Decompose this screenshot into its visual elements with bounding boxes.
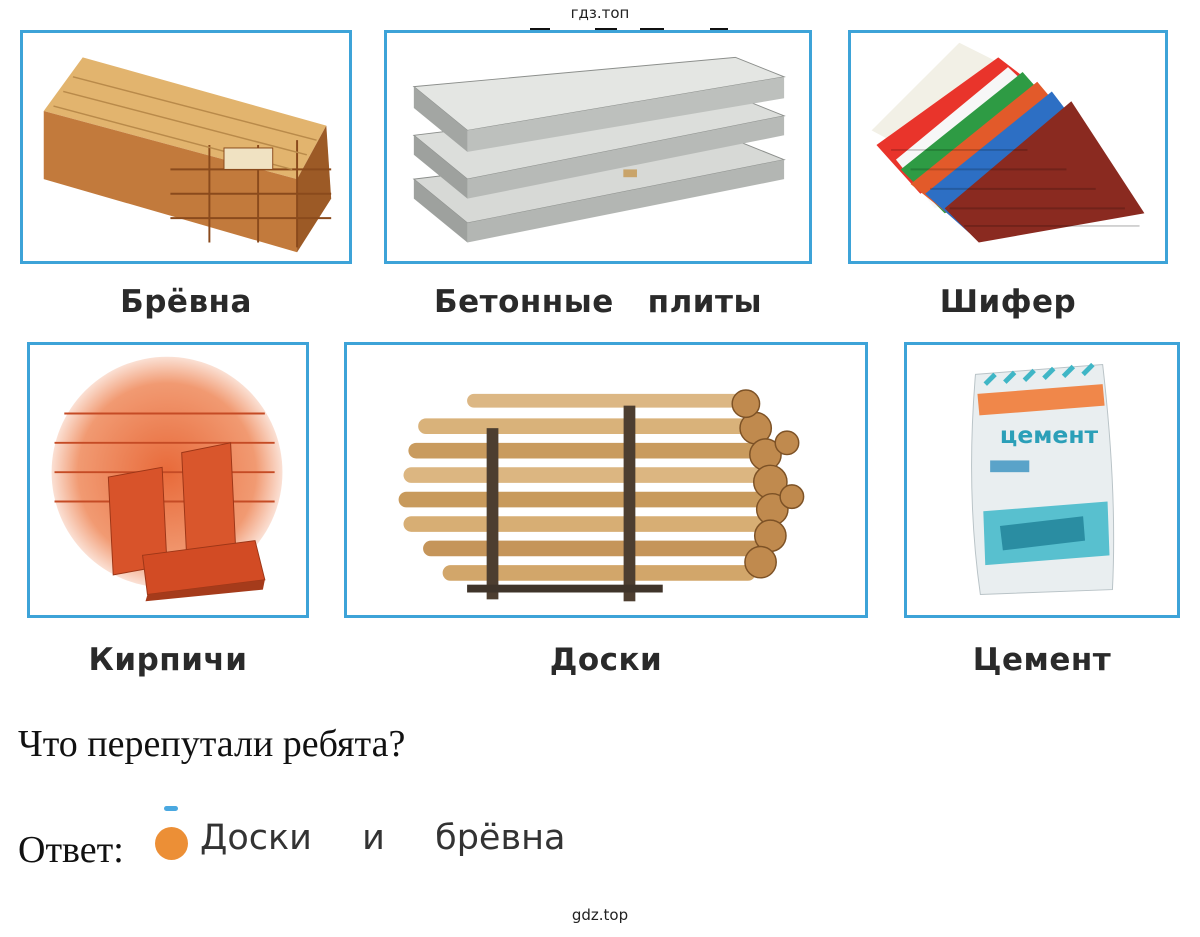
log-pile-picture bbox=[398, 389, 805, 602]
card-lumber-image bbox=[20, 30, 352, 264]
cement-bag-picture: цемент bbox=[971, 362, 1115, 595]
card-corrugated-sheets-image bbox=[848, 30, 1168, 264]
scan-artifact bbox=[164, 806, 178, 811]
caption-concrete-slabs: Бетонные плиты bbox=[433, 284, 763, 320]
caption-cement: Цемент bbox=[972, 642, 1112, 678]
watermark-top: гдз.топ bbox=[570, 4, 630, 22]
question-text: Что перепутали ребята? bbox=[18, 723, 406, 765]
card-log-pile-image bbox=[344, 342, 868, 618]
bricks-picture bbox=[51, 356, 283, 602]
caption-boards: Доски bbox=[549, 642, 663, 678]
answer-label: Ответ: bbox=[18, 829, 124, 871]
answer-marker-dot bbox=[155, 827, 188, 860]
corrugated-sheets-picture bbox=[871, 42, 1145, 243]
caption-slate: Шифер bbox=[939, 284, 1077, 320]
card-bricks-image bbox=[27, 342, 309, 618]
card-cement-bag-image: цемент bbox=[904, 342, 1180, 618]
stacked-lumber-picture bbox=[43, 57, 332, 253]
caption-bricks: Кирпичи bbox=[88, 642, 248, 678]
watermark-bottom: gdz.top bbox=[571, 906, 629, 924]
cement-bag-label: цемент bbox=[1000, 421, 1099, 449]
concrete-slabs-picture bbox=[412, 56, 786, 243]
answer-text: Доски и брёвна bbox=[200, 818, 566, 858]
card-concrete-slabs-image bbox=[384, 30, 812, 264]
caption-lumber: Брёвна bbox=[120, 284, 252, 320]
